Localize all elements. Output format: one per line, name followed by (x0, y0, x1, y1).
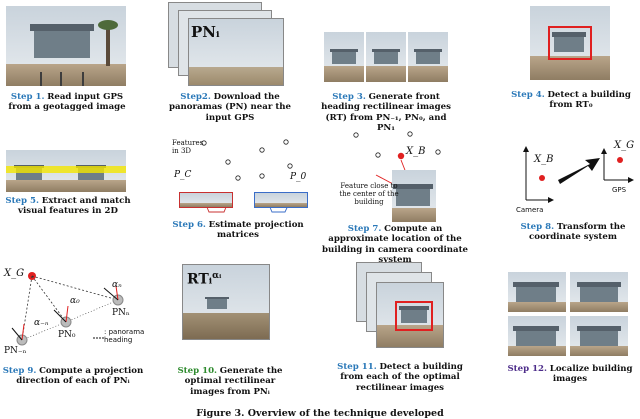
step7-points (353, 131, 441, 158)
step6-left-image (179, 192, 233, 208)
step12-image-2 (570, 272, 628, 312)
step8-camera-label: Camera (516, 206, 544, 214)
step6-number: Step 6. (172, 220, 206, 230)
step3-rt-center (366, 32, 406, 82)
step7-caption: Step 7. Compute an approximate location … (322, 224, 468, 266)
step10-text: Generate the optimal rectilinear images … (184, 366, 283, 397)
step11-caption: Step 11. Detect a building from each of … (328, 362, 472, 393)
step6-right-image (254, 192, 308, 208)
step6-caption: Step 6. Estimate projection matrices (170, 220, 306, 241)
step7-number: Step 7. (347, 224, 382, 234)
step2-text: Download the panoramas (PN) near the inp… (168, 92, 292, 123)
step8-xb-label: X_B (534, 154, 554, 165)
step10-rt-image: RTᵢαᵢ (182, 264, 270, 340)
step8-text: Transform the coordinate system (529, 222, 626, 243)
step12-caption: Step 12. Localize building images (502, 364, 638, 385)
step3-rt-right (408, 32, 448, 82)
step5-caption: Step 5. Extract and match visual feature… (2, 196, 134, 217)
figure-caption: Figure 3. Overview of the technique deve… (196, 408, 444, 419)
step9-pn-n-label: PNₙ (112, 308, 130, 318)
step12-number: Step 12. (507, 364, 548, 374)
step8-gps-label: GPS (612, 186, 627, 194)
step6-text: Estimate projection matrices (208, 220, 304, 241)
step3-text: Generate front heading rectilinear image… (321, 92, 451, 134)
step11-text: Detect a building from each of the optim… (340, 362, 463, 393)
step12-image-1 (508, 272, 566, 312)
step3-caption: Step 3. Generate front heading rectiline… (318, 92, 454, 134)
step12-image-3 (508, 316, 566, 356)
step3-rt-left (324, 32, 364, 82)
step9-caption: Step 9. Compute a projection direction o… (2, 366, 144, 387)
step5-text: Extract and match visual features in 2D (18, 196, 131, 217)
step1-geotagged-photo (6, 6, 126, 86)
step9-pn-0-label: PN₀ (58, 330, 76, 340)
step9-pn-neg-n-label: PN₋ₙ (4, 346, 27, 356)
step6-features-label: Features in 3D (172, 139, 204, 155)
step8-caption: Step 8. Transform the coordinate system (508, 222, 638, 243)
step12-text: Localize building images (549, 364, 633, 385)
step9-text: Compute a projection direction of each o… (16, 366, 144, 387)
step9-alpha-0: α₀ (70, 296, 80, 306)
step4-rt0-image (530, 6, 610, 80)
step7-xb-label: X_B (406, 146, 426, 157)
step10-rt-label: RTᵢ (187, 271, 213, 288)
step10-number: Step 10. (177, 366, 218, 376)
step1-caption: Step 1. Read input GPS from a geotagged … (2, 92, 132, 113)
step11-image-front (376, 282, 444, 348)
step9-number: Step 9. (2, 366, 37, 376)
step7-feature-label: Feature close to the center of the build… (339, 182, 399, 206)
step10-caption: Step 10. Generate the optimal rectilinea… (168, 366, 292, 397)
step1-number: Step 1. (10, 92, 45, 102)
step9-alpha-n: αₙ (112, 280, 122, 290)
step7-xb-point (397, 152, 405, 160)
step10-rt-sup: αᵢ (212, 271, 222, 281)
step6-points (201, 139, 293, 181)
step4-text: Detect a building from RT₀ (547, 90, 631, 111)
step3-number: Step 3. (332, 92, 366, 102)
step8-xg-point (617, 157, 623, 163)
step6-pc-label: P_C (174, 170, 192, 180)
step4-caption: Step 4. Detect a building from RT₀ (502, 90, 640, 111)
step9-xg-label: X_G (4, 268, 25, 279)
step5-matching-image (6, 150, 126, 192)
step2-caption: Step2. Download the panoramas (PN) near … (160, 92, 300, 123)
step11-detection-box (395, 301, 433, 331)
step8-xb-point (539, 175, 545, 181)
step1-text: Read input GPS from a geotagged image (8, 92, 126, 113)
step12-image-4 (570, 316, 628, 356)
step9-alpha-neg-n: α₋ₙ (34, 318, 49, 328)
step8-transform-arrow (558, 158, 600, 184)
step5-number: Step 5. (5, 196, 39, 206)
step6-p0-label: P_0 (290, 172, 307, 182)
step2-panorama-front: PNᵢ (188, 18, 284, 86)
step7-building-image (392, 170, 436, 222)
step2-number: Step2. (180, 92, 211, 102)
step9-panorama-heading: : panorama heading (104, 328, 145, 344)
step8-number: Step 8. (520, 222, 555, 232)
step4-detection-box (548, 26, 592, 60)
step4-number: Step 4. (511, 90, 545, 100)
step7-text: Compute an approximate location of the b… (322, 224, 469, 266)
step8-xg-label: X_G (614, 140, 635, 151)
step2-pn-label: PNᵢ (191, 23, 220, 41)
step11-number: Step 11. (337, 362, 377, 372)
step5-feature-band (6, 166, 126, 173)
